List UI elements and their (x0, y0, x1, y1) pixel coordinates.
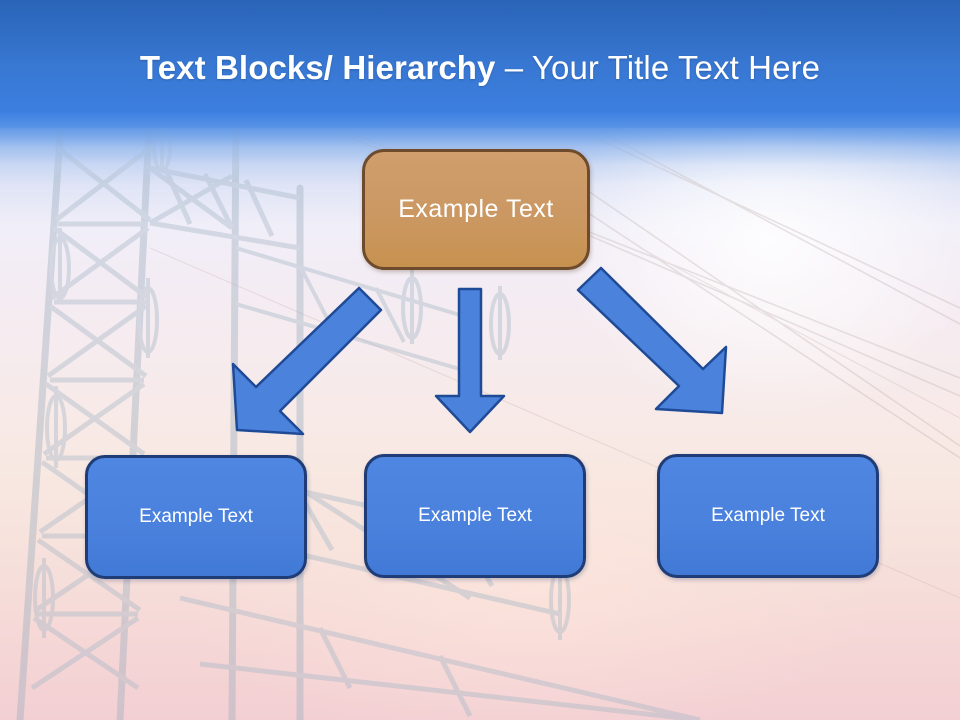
hierarchy-child-label-2: Example Text (418, 505, 532, 526)
hierarchy-child-label-1: Example Text (139, 506, 253, 527)
page-title: Text Blocks/ Hierarchy – Your Title Text… (60, 48, 900, 88)
hierarchy-parent-node[interactable]: Example Text (362, 149, 590, 270)
hierarchy-child-node-3[interactable]: Example Text (657, 454, 879, 578)
page-title-bold: Text Blocks/ Hierarchy (139, 49, 505, 86)
hierarchy-child-node-1[interactable]: Example Text (85, 455, 307, 579)
page-title-regular: – Your Title Text Here (504, 49, 821, 86)
title-band (0, 0, 960, 128)
hierarchy-parent-label: Example Text (398, 195, 554, 223)
hierarchy-child-label-3: Example Text (711, 505, 825, 526)
hierarchy-child-node-2[interactable]: Example Text (364, 454, 586, 578)
